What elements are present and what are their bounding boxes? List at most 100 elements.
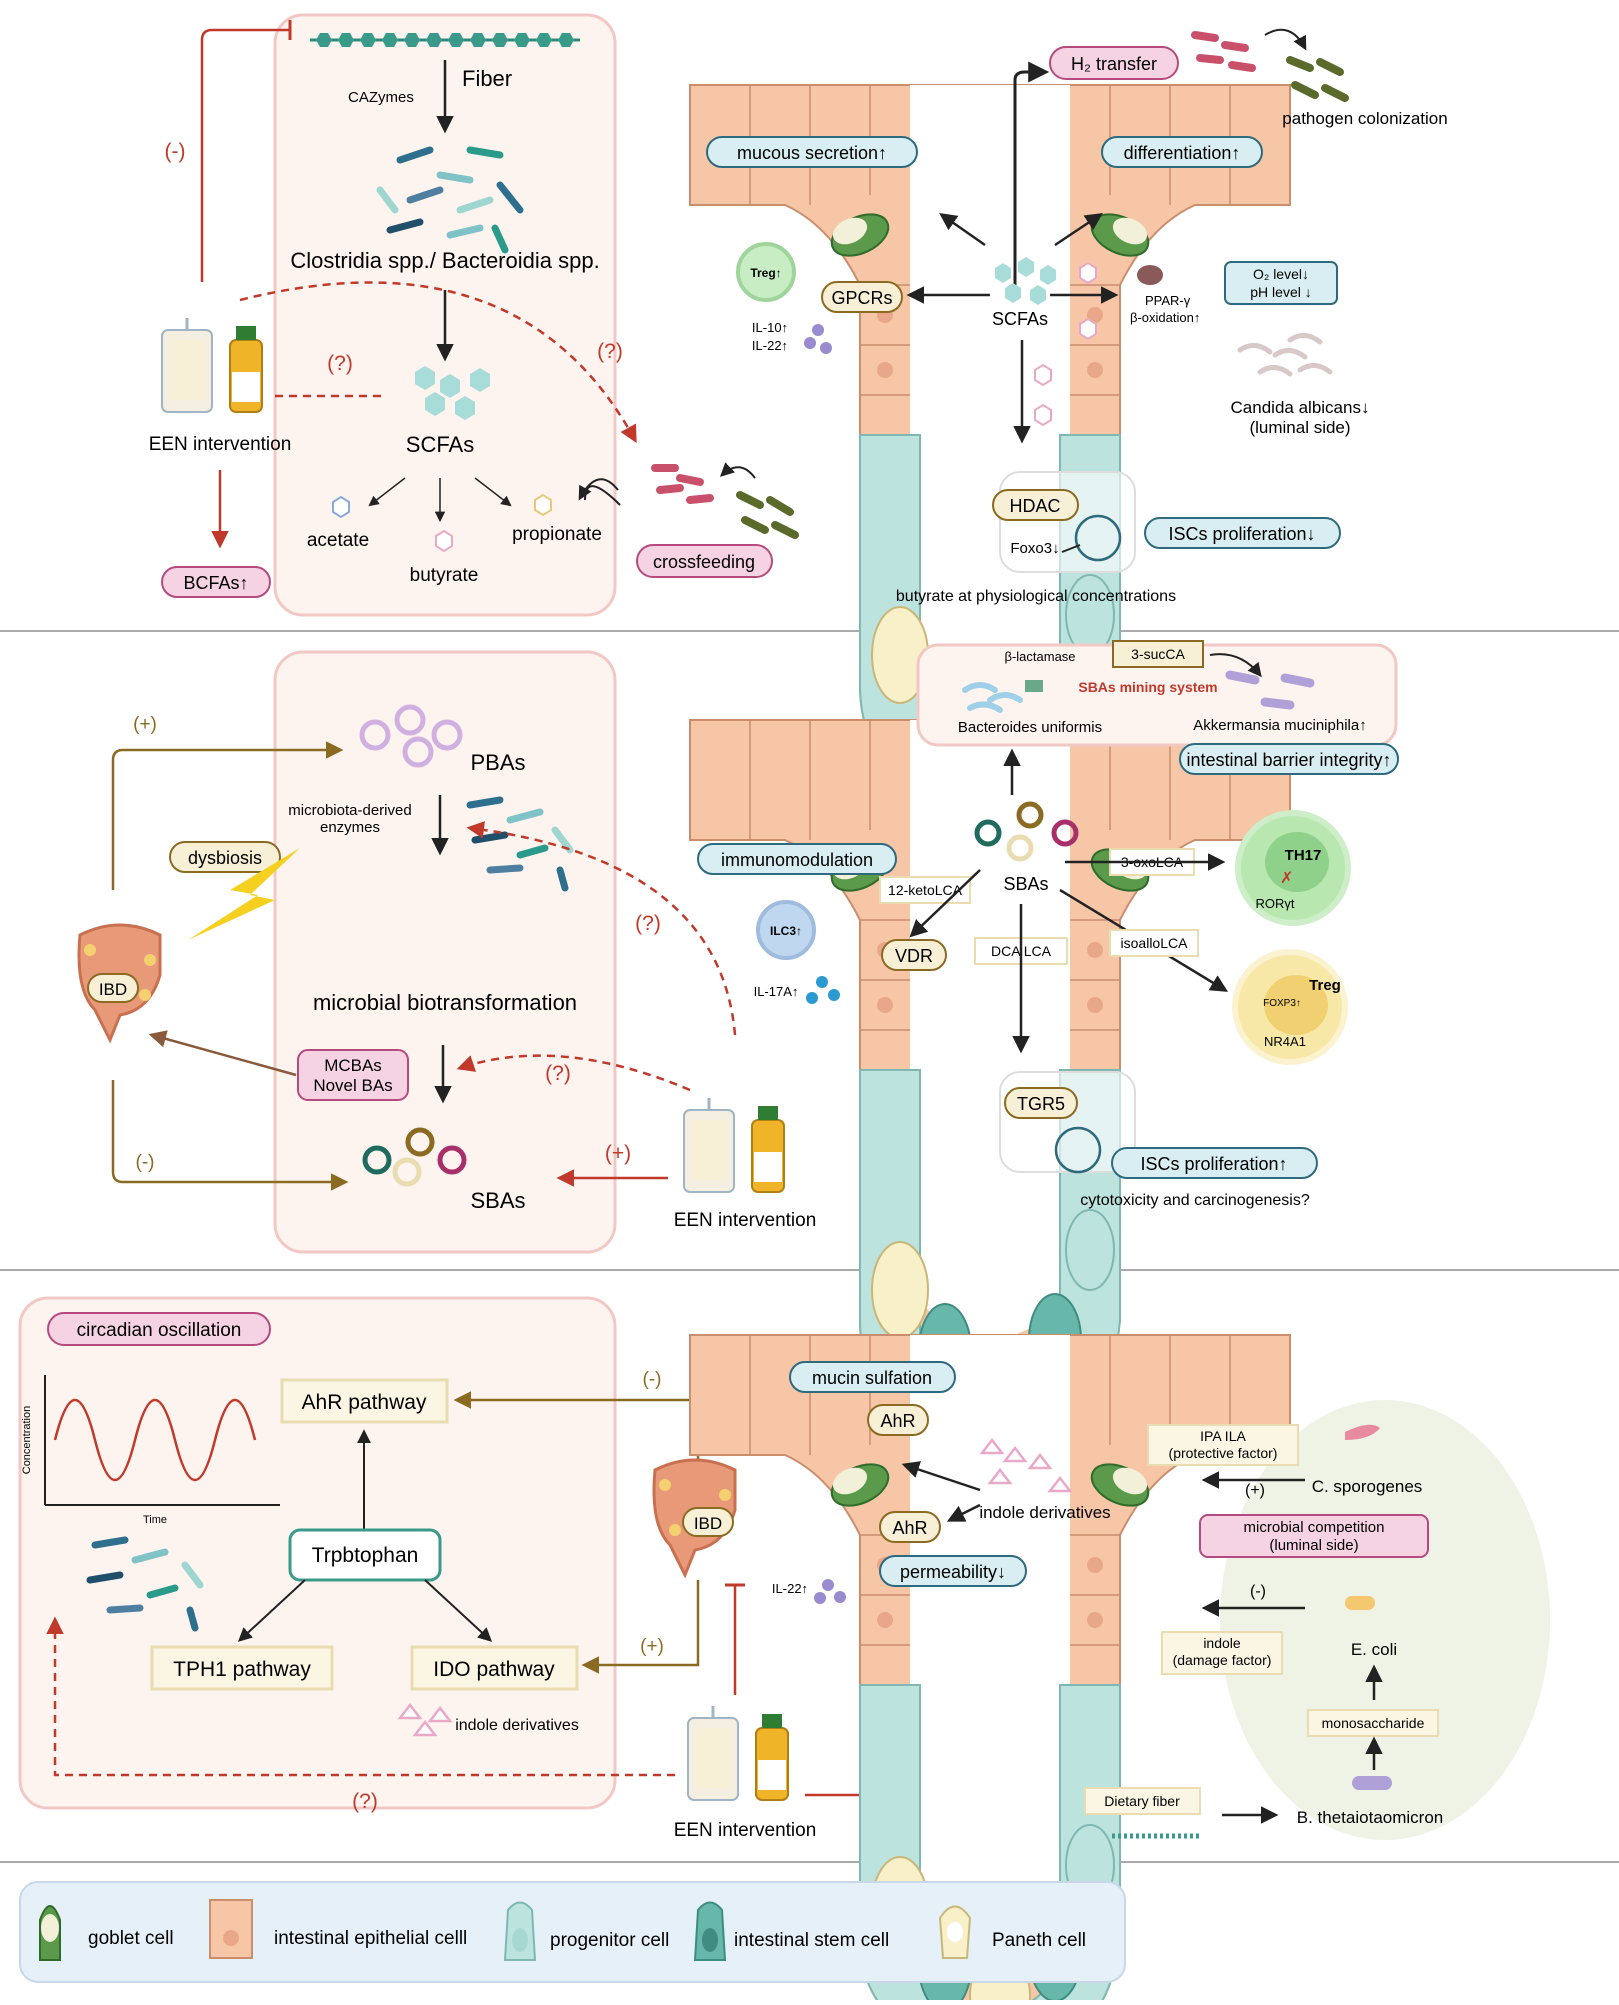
- q1-label: (?): [635, 912, 661, 935]
- inhibit-label: (-): [165, 140, 186, 163]
- paneth-cell-icon: [938, 1905, 972, 1959]
- dysbiosis-label: dysbiosis: [188, 848, 262, 868]
- stem-cell-icon: [693, 1901, 727, 1961]
- mitochondria-icon: [1137, 265, 1163, 285]
- candida-label: Candida albicans↓: [1231, 398, 1370, 417]
- red-bacteria-icon: [651, 464, 714, 504]
- mcbas-label-1: MCBAs: [324, 1056, 382, 1075]
- plus3-label: (+): [1245, 1482, 1265, 1499]
- plus-label: (+): [133, 714, 157, 735]
- beta-ox-label: β-oxidation↑: [1130, 310, 1200, 325]
- candida-icon: [1237, 333, 1333, 377]
- bcfas-label: BCFAs↑: [183, 573, 248, 593]
- competition-label-1: microbial competition: [1244, 1519, 1385, 1536]
- mcbas-label-2: Novel BAs: [313, 1076, 392, 1095]
- treg-label: Treg↑: [750, 266, 781, 280]
- cazymes-label: CAZymes: [348, 89, 414, 106]
- trp-label: Trpbtophan: [312, 1544, 419, 1567]
- lumen-region: [1220, 1400, 1550, 1840]
- dietary-label: Dietary fiber: [1104, 1793, 1180, 1809]
- enzymes-label-2: enzymes: [320, 819, 380, 836]
- vdr-label: VDR: [895, 946, 933, 966]
- pbas-label: PBAs: [470, 750, 525, 775]
- acetate-label: acetate: [307, 530, 369, 551]
- iscs-2-label: ISCs proliferation↑: [1140, 1154, 1287, 1174]
- foxp3-label: FOXP3↑: [1263, 998, 1301, 1009]
- panel-bile-acids: PBAs microbiota-derived enzymes microbia…: [77, 640, 1399, 1436]
- legend-goblet-label: goblet cell: [88, 1928, 174, 1949]
- ph-label: pH level ↓: [1250, 284, 1311, 300]
- een-3-label: EEN intervention: [674, 1820, 817, 1841]
- sbas-center-label: SBAs: [1003, 874, 1048, 894]
- indole-center-label: indole derivatives: [979, 1503, 1110, 1522]
- luminal-label: (luminal side): [1249, 418, 1350, 437]
- sucCA-label: 3-sucCA: [1131, 646, 1185, 662]
- panel-scfa: Fiber CAZymes Clostridia spp./ Bacteroid…: [149, 13, 1448, 801]
- ahr1-label: AhR: [880, 1411, 915, 1431]
- q2-label: (?): [545, 1062, 571, 1085]
- competition-label-2: (luminal side): [1269, 1537, 1358, 1554]
- block-x-icon: ✗: [1280, 870, 1293, 887]
- sbas-label: SBAs: [470, 1188, 525, 1213]
- mucous-label: mucous secretion↑: [737, 143, 887, 163]
- green-bacteria-icon: [736, 491, 799, 539]
- hdac-label: HDAC: [1009, 496, 1060, 516]
- immuno-label: immunomodulation: [721, 850, 873, 870]
- ipa-label-1: IPA ILA: [1200, 1428, 1246, 1444]
- bacteria-cluster-2-icon: [466, 796, 574, 892]
- tgr5-label: TGR5: [1017, 1094, 1065, 1114]
- h2-transfer-label: H₂ transfer: [1071, 54, 1157, 74]
- cyto-label: cytotoxicity and carcinogenesis?: [1080, 1192, 1310, 1209]
- q1-label: (?): [327, 352, 353, 375]
- fiber-chain-icon: [310, 33, 580, 47]
- indole-dmg-label-2: (damage factor): [1173, 1652, 1272, 1668]
- sbas-center-icon: [974, 801, 1079, 862]
- th17-label: TH17: [1285, 847, 1322, 864]
- pbas-icon: [359, 704, 463, 768]
- beta-lactamase-label: β-lactamase: [1004, 649, 1075, 664]
- scfa-center-icon: [995, 257, 1056, 305]
- legend-box: [19, 1881, 1126, 1983]
- sporogenes-icon: [1345, 1424, 1380, 1440]
- crossfeeding-label: crossfeeding: [653, 552, 755, 572]
- permeability-label: permeability↓: [900, 1562, 1006, 1582]
- indole-triangles-icon: [397, 1702, 453, 1737]
- plus2-label: (+): [605, 1142, 631, 1165]
- legend-paneth-label: Paneth cell: [992, 1930, 1086, 1951]
- crypt-illustration-2: [689, 719, 1291, 1436]
- legend-epithelial-label: intestinal epithelial celll: [274, 1928, 467, 1949]
- ilc3-label: ILC3↑: [770, 924, 802, 938]
- akkermansia-icon: [1225, 670, 1315, 710]
- concentration-label: Concentration: [21, 1406, 33, 1475]
- butyrate-label: butyrate: [410, 565, 479, 586]
- treg-cell-icon: [736, 242, 796, 302]
- ketolca-label: 12-ketoLCA: [888, 882, 963, 898]
- indole-center-icon: [979, 1437, 1073, 1493]
- btheta-icon: [1352, 1776, 1392, 1790]
- een-intervention-icon: [161, 318, 263, 413]
- il22-2-label: IL-22↑: [772, 1581, 808, 1596]
- q-label: (?): [352, 1790, 378, 1813]
- acetate-icon: [332, 495, 350, 519]
- butyrate-phys-label: butyrate at physiological concentrations: [896, 588, 1176, 605]
- rorgt-label: RORγt: [1256, 896, 1295, 911]
- epithelial-cell-icon: [209, 1899, 253, 1959]
- mucin-label: mucin sulfation: [812, 1368, 932, 1388]
- legend: goblet cell intestinal epithelial celll …: [19, 1881, 1126, 1983]
- scfas-label: SCFAs: [406, 432, 474, 457]
- q2-label: (?): [597, 340, 623, 363]
- foxo3-label: Foxo3↓: [1010, 540, 1059, 557]
- o2-label: O₂ level↓: [1253, 266, 1309, 282]
- ecoli-label: E. coli: [1351, 1640, 1397, 1659]
- bacteroides-label: Bacteroides uniformis: [958, 719, 1102, 736]
- ppar-label: PPAR-γ: [1145, 293, 1191, 308]
- il17-label: IL-17A↑: [754, 984, 799, 999]
- scfas-center-label: SCFAs: [992, 309, 1048, 329]
- panel-tryptophan: circadian oscillation Concentration Time…: [18, 1296, 1550, 2005]
- barrier-label: intestinal barrier integrity↑: [1186, 750, 1391, 770]
- oscillation-curve: [53, 1398, 257, 1482]
- ibd-2-label: IBD: [694, 1514, 722, 1533]
- fiber-label: Fiber: [462, 66, 512, 91]
- indole-deriv-label: indole derivatives: [455, 1717, 579, 1734]
